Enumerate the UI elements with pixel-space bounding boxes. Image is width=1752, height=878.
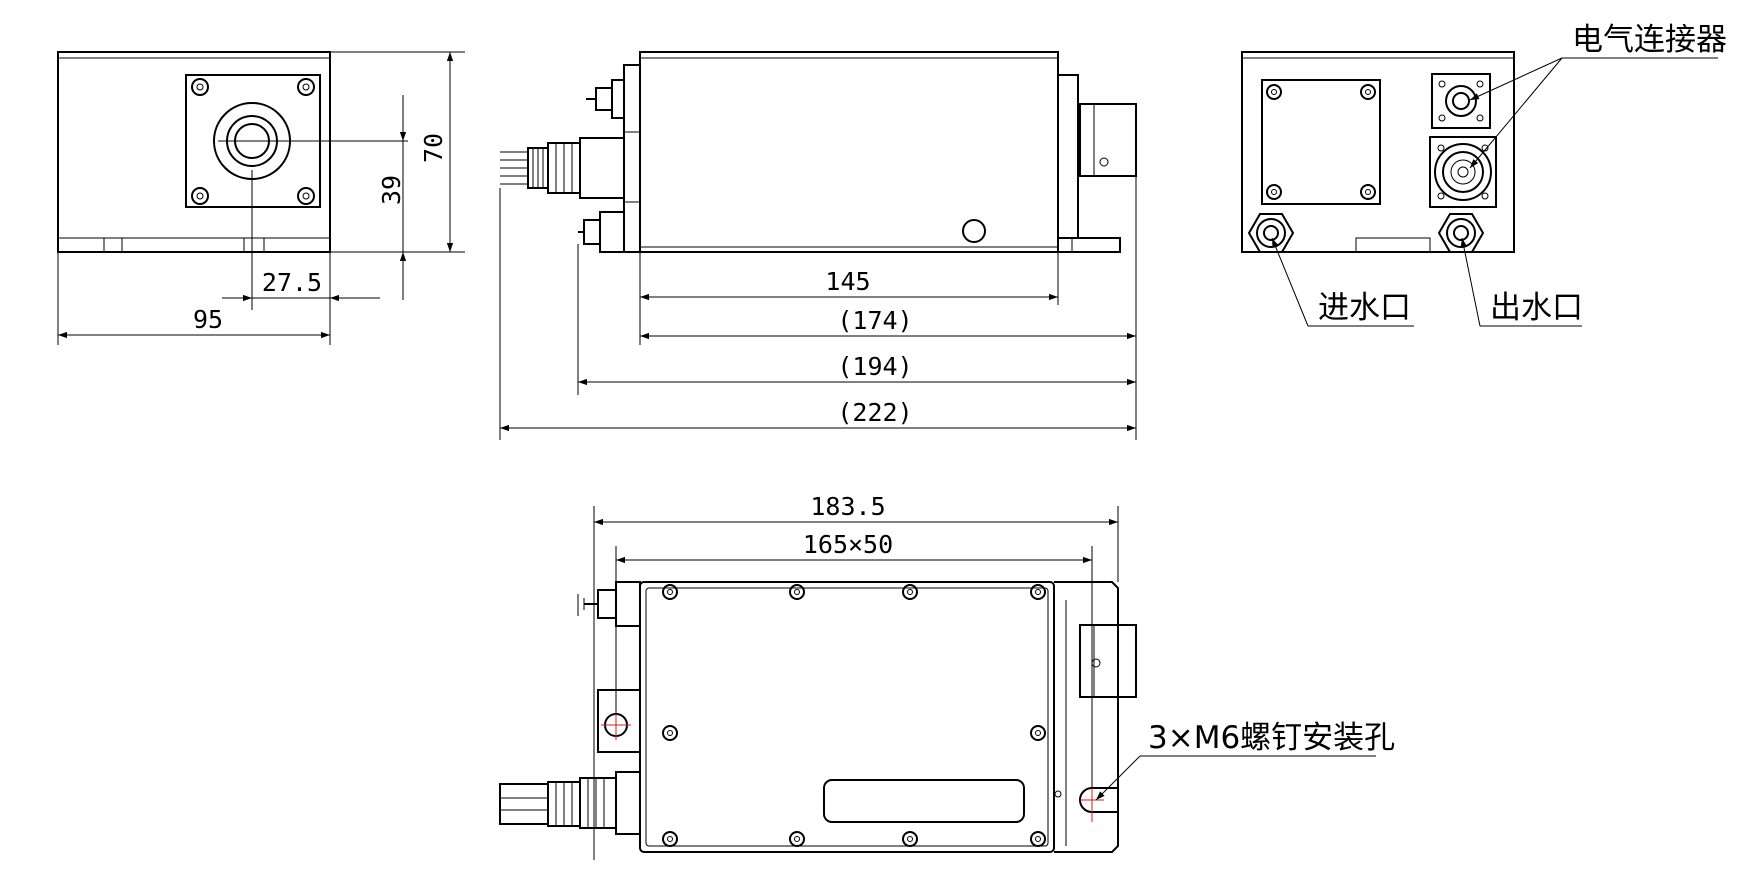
dim-39-text: 39 — [377, 175, 406, 205]
bottom-right-mount-bracket — [1054, 581, 1137, 853]
dim-95-text: 95 — [193, 305, 223, 334]
side-fitting-top — [586, 79, 625, 119]
bottom-cover-screws — [662, 584, 1046, 847]
dim-183-5-text: 183.5 — [810, 492, 885, 521]
side-port-circle — [962, 219, 986, 243]
dim-194-text: (194) — [837, 352, 912, 381]
rear-water-outlet-fitting — [1437, 213, 1485, 253]
bottom-label-slot — [823, 779, 1025, 823]
side-cable-connector — [500, 137, 625, 199]
dim-145-text: 145 — [825, 267, 870, 296]
bottom-body-outline — [639, 581, 1055, 853]
rear-body-outline — [1241, 51, 1515, 253]
rear-water-inlet-fitting — [1247, 213, 1295, 253]
leader-electrical-1 — [1469, 57, 1563, 101]
dim-70-text: 70 — [419, 133, 448, 163]
label-electrical-connector: 电气连接器 — [1572, 22, 1727, 58]
rear-cover-screws — [1266, 84, 1376, 200]
front-flange-screws — [191, 78, 315, 205]
dim-165x50-text: 165×50 — [803, 530, 893, 559]
bottom-view: 183.5 165×50 3×M6螺钉安装孔 — [499, 492, 1395, 860]
side-rear-flange — [623, 64, 640, 253]
bottom-cable-connector — [499, 771, 641, 835]
front-base-plate — [57, 237, 331, 253]
dim-174-text: (174) — [837, 306, 912, 335]
label-water-inlet: 进水口 — [1318, 290, 1411, 326]
leader-mounting-holes — [1095, 755, 1141, 801]
front-view: 95 27.5 39 70 — [57, 51, 465, 345]
label-mounting-holes: 3×M6螺钉安装孔 — [1148, 720, 1395, 756]
rear-view: 电气连接器 进水口 出水口 — [1241, 22, 1727, 327]
side-body-outline — [639, 51, 1059, 253]
side-view: 145 (174) (194) (222) — [499, 51, 1137, 440]
rear-cover-plate — [1261, 79, 1381, 205]
side-mount-tab — [1058, 237, 1121, 253]
bottom-left-mount-bracket — [577, 581, 641, 753]
leader-water-outlet — [1460, 237, 1481, 327]
dim-222-text: (222) — [837, 398, 912, 427]
label-water-outlet: 出水口 — [1490, 290, 1583, 326]
dim-27-5-text: 27.5 — [262, 268, 322, 297]
side-fitting-bottom — [578, 211, 625, 253]
rear-small-connector — [1431, 73, 1491, 129]
rear-large-connector — [1429, 136, 1497, 208]
side-connector-body — [1079, 103, 1137, 177]
leader-water-inlet — [1271, 237, 1309, 327]
leader-electrical-2 — [1469, 57, 1563, 169]
rear-bottom-tab — [1355, 237, 1431, 253]
